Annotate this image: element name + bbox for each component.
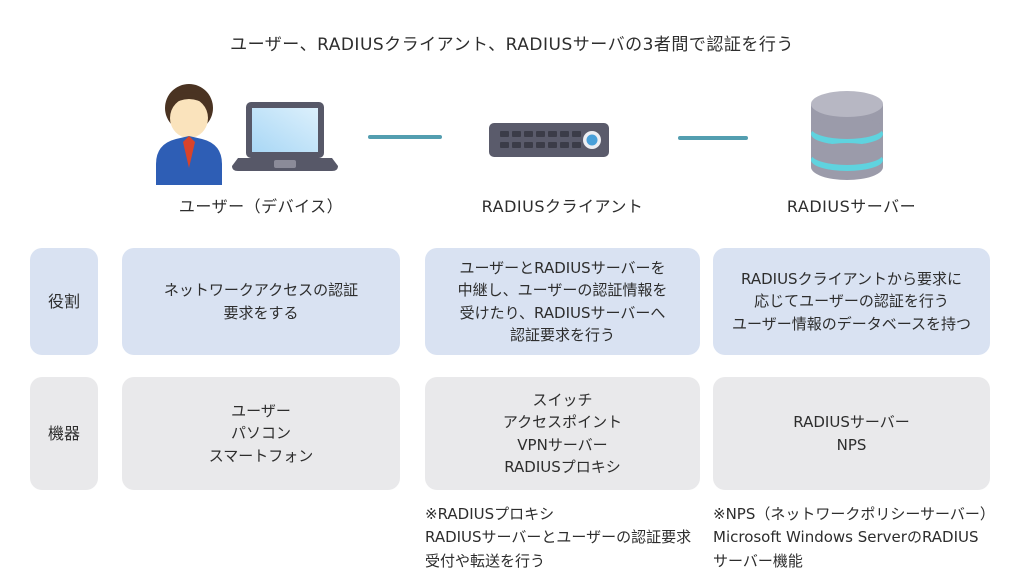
equipment-cell-radius-client: スイッチ アクセスポイント VPNサーバー RADIUSプロキシ [425, 377, 700, 490]
row-header-equipment: 機器 [30, 377, 98, 490]
row-header-role: 役割 [30, 248, 98, 355]
connector-line-left [368, 135, 442, 139]
database-icon [811, 91, 883, 180]
equipment-cell-radius-server: RADIUSサーバー NPS [713, 377, 990, 490]
footnote-nps: ※NPS（ネットワークポリシーサーバー） Microsoft Windows S… [713, 505, 995, 570]
equipment-cell-user: ユーザー パソコン スマートフォン [122, 377, 400, 490]
footnote-radius-proxy: ※RADIUSプロキシ RADIUSサーバーとユーザーの認証要求 受付や転送を行… [425, 505, 692, 570]
network-switch-icon [489, 123, 609, 157]
laptop-icon [232, 102, 338, 171]
entity-label-radius-server: RADIUSサーバー [786, 197, 917, 216]
role-cell-radius-server: RADIUSクライアントから要求に 応じてユーザーの認証を行う ユーザー情報のデ… [713, 248, 990, 355]
role-cell-user: ネットワークアクセスの認証 要求をする [122, 248, 400, 355]
role-cell-radius-client: ユーザーとRADIUSサーバーを 中継し、ユーザーの認証情報を 受けたり、RAD… [425, 248, 700, 355]
page-title: ユーザー、RADIUSクライアント、RADIUSサーバの3者間で認証を行う [230, 35, 794, 55]
connector-line-right [678, 136, 748, 140]
entity-label-radius-client: RADIUSクライアント [481, 197, 644, 216]
entity-label-user: ユーザー（デバイス） [178, 197, 344, 216]
user-icon [156, 84, 222, 185]
